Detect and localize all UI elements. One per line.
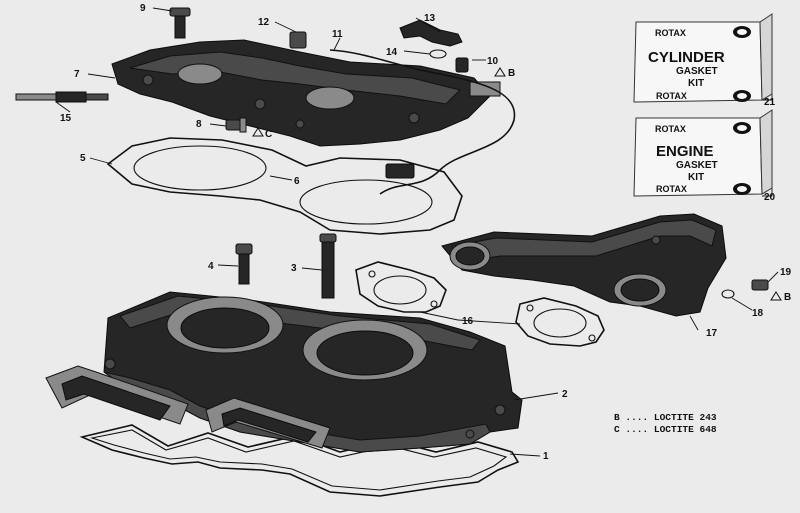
legend-c: C .... LOCTITE 648 (614, 424, 717, 435)
callout-13: 13 (424, 13, 436, 24)
washer-18 (721, 289, 735, 299)
callout-4: 4 (208, 261, 214, 272)
cylinder-kit-brand-top: ROTAX (655, 28, 686, 38)
head-o-ring-left (133, 145, 267, 191)
bolt-9 (169, 7, 191, 39)
callout-16: 16 (462, 316, 474, 327)
callout-18: 18 (752, 308, 764, 319)
cylinder-kit-line3: KIT (688, 78, 704, 89)
base-gasket (79, 424, 520, 497)
callout-11: 11 (332, 29, 343, 40)
cylinder-kit-brand-bottom: ROTAX (656, 91, 687, 101)
loctite-marker-b-right: B (770, 291, 791, 303)
callout-19: 19 (780, 267, 792, 278)
engine-kit-brand-bottom: ROTAX (656, 184, 687, 194)
stud-4 (235, 243, 253, 285)
temperature-sensor-harness (329, 19, 516, 195)
cap-12 (289, 31, 307, 49)
rotax-emblem-icon (733, 183, 751, 195)
fitting-19 (751, 279, 769, 291)
callout-12: 12 (258, 17, 270, 28)
engine-gasket-kit: ROTAX ENGINE GASKET KIT ROTAX (633, 109, 773, 197)
spark-plug-15 (15, 91, 109, 103)
callout-7: 7 (74, 69, 80, 80)
callout-15: 15 (60, 113, 72, 124)
callout-numbers: 9 12 13 11 14 10 7 8 15 5 6 4 3 16 17 18… (60, 3, 792, 462)
head-o-ring-right (299, 179, 433, 225)
rotax-emblem-icon (733, 122, 751, 134)
cylinder-gasket-kit: ROTAX CYLINDER GASKET KIT ROTAX (633, 13, 773, 103)
legend-b: B .... LOCTITE 243 (614, 412, 717, 423)
engine-kit-line2: GASKET (676, 160, 718, 171)
loctite-legend: B .... LOCTITE 243 C .... LOCTITE 648 (614, 412, 717, 435)
callout-5: 5 (80, 153, 86, 164)
cylinder-kit-title: CYLINDER (648, 49, 725, 66)
fitting-8 (225, 117, 247, 133)
loctite-marker-b-top: B (494, 67, 515, 79)
callout-9: 9 (140, 3, 146, 14)
callout-10: 10 (487, 56, 499, 67)
stud-3 (319, 233, 337, 299)
head-gasket-outer (106, 137, 463, 235)
marker-b-top-label: B (508, 68, 515, 79)
callout-21: 21 (764, 97, 776, 108)
callout-6: 6 (294, 176, 300, 187)
engine-kit-line3: KIT (688, 172, 704, 183)
callout-8: 8 (196, 119, 202, 130)
callout-20: 20 (764, 192, 776, 203)
marker-b-right-label: B (784, 292, 791, 303)
exhaust-gasket-lower (515, 297, 605, 347)
marker-c-mid-label: C (265, 129, 272, 140)
engine-kit-brand-top: ROTAX (655, 124, 686, 134)
fitting-10 (455, 57, 469, 73)
callout-17: 17 (706, 328, 718, 339)
cylinder-block (45, 291, 523, 453)
exhaust-gasket-upper (355, 261, 447, 313)
o-ring-14 (429, 49, 447, 59)
cylinder-kit-line2: GASKET (676, 66, 718, 77)
callout-14: 14 (386, 47, 398, 58)
callout-2: 2 (562, 389, 568, 400)
cylinder-head (111, 39, 501, 147)
loctite-marker-c-mid: C (252, 127, 272, 140)
callout-1: 1 (543, 451, 549, 462)
exhaust-manifold (441, 213, 727, 317)
rotax-emblem-icon (733, 90, 751, 102)
rotax-emblem-icon (733, 26, 751, 38)
engine-kit-title: ENGINE (656, 143, 714, 160)
callout-3: 3 (291, 263, 297, 274)
